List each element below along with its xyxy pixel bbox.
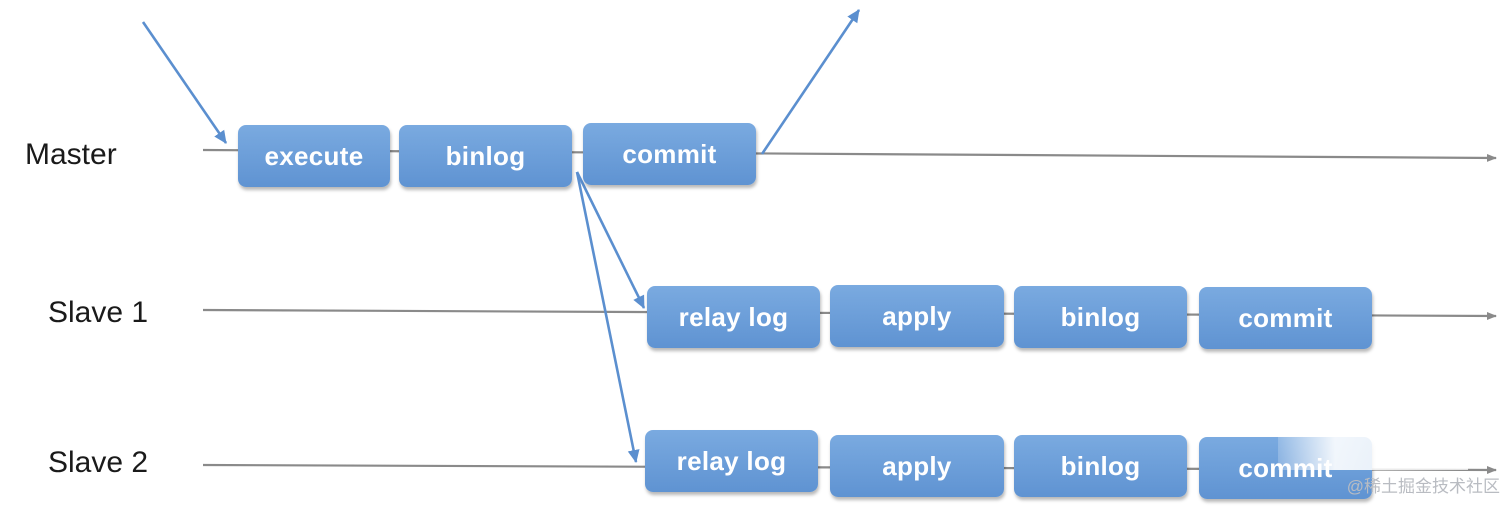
incoming-request-arrow bbox=[141, 21, 228, 144]
slave1-binlog-step: binlog bbox=[1014, 286, 1187, 348]
slave2-apply-step: apply bbox=[830, 435, 1004, 497]
binlog-to-slave2-arrow bbox=[575, 171, 640, 463]
master-commit-step: commit bbox=[583, 123, 756, 185]
slave1-commit-step: commit bbox=[1199, 287, 1372, 349]
slave2-label: Slave 2 bbox=[48, 446, 149, 479]
slave2-binlog-step: binlog bbox=[1014, 435, 1187, 497]
master-timeline bbox=[202, 148, 1497, 162]
slave1-apply-step: apply bbox=[830, 285, 1004, 347]
binlog-to-slave1-arrow bbox=[575, 171, 646, 309]
watermark-text: @稀土掘金技术社区 bbox=[1346, 477, 1500, 496]
watermark-blur bbox=[1278, 432, 1468, 470]
slave1-relay-log-step: relay log bbox=[647, 286, 820, 348]
response-arrow bbox=[760, 9, 861, 155]
slave2-relay-log-step: relay log bbox=[645, 430, 818, 492]
master-binlog-step: binlog bbox=[399, 125, 572, 187]
master-execute-step: execute bbox=[238, 125, 390, 187]
master-label: Master bbox=[25, 138, 117, 171]
slave1-label: Slave 1 bbox=[48, 296, 149, 329]
